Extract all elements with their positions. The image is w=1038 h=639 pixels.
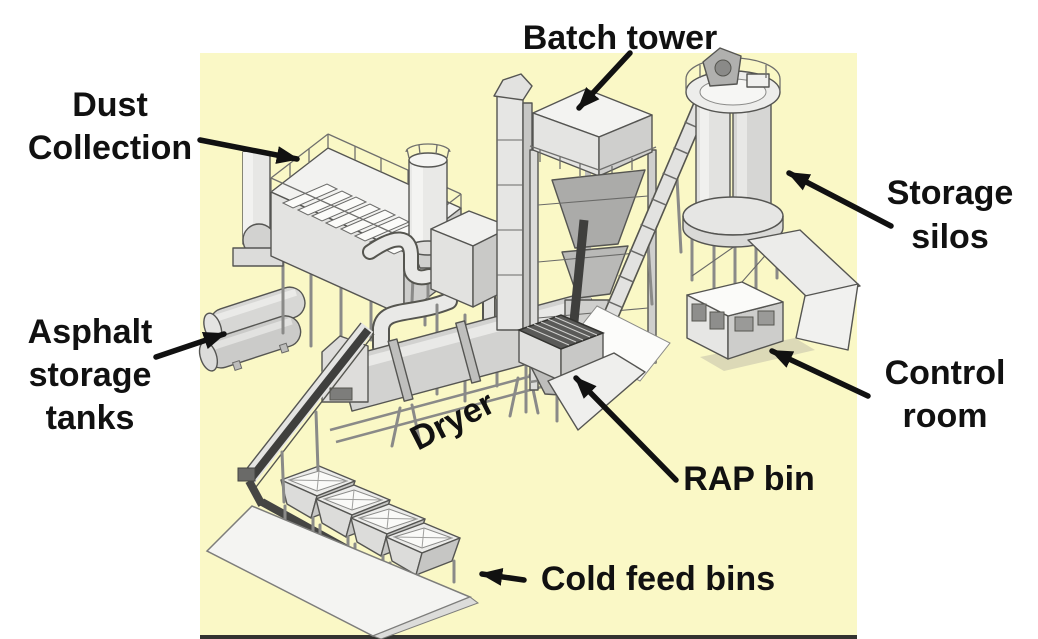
arrow-rap-bin xyxy=(573,375,679,483)
arrows xyxy=(153,50,894,586)
label-cold-feed-bins: Cold feed bins xyxy=(541,560,775,598)
label-storage-silos: Storage xyxy=(887,174,1014,212)
arrow-dust-collection xyxy=(197,137,300,164)
arrow-batch-tower xyxy=(576,50,633,111)
control-room-shadow xyxy=(700,338,815,371)
label-storage-silos: silos xyxy=(911,218,988,256)
arrow-control-room xyxy=(769,348,871,399)
label-asphalt-storage-tanks: storage xyxy=(29,356,152,394)
label-dust-collection: Dust xyxy=(72,86,148,124)
cold-feed-area xyxy=(205,322,480,639)
label-asphalt-storage-tanks: Asphalt xyxy=(28,313,153,351)
control-room xyxy=(686,281,815,371)
loading-ramp-edge xyxy=(371,596,480,639)
arrow-storage-silos xyxy=(786,170,894,229)
label-control-room: Control xyxy=(885,354,1006,392)
arrow-cold-feed-bins xyxy=(479,567,527,586)
exhaust-stack xyxy=(232,151,284,267)
storage-silos xyxy=(682,47,861,351)
label-asphalt-storage-tanks: tanks xyxy=(46,399,135,437)
label-control-room: room xyxy=(903,397,988,435)
hot-elevator-shaft xyxy=(493,73,533,331)
silo-walkway xyxy=(747,229,861,351)
feed-conveyor xyxy=(237,322,375,507)
label-dust-collection: Collection xyxy=(28,129,192,167)
label-batch-tower: Batch tower xyxy=(523,19,718,57)
arrow-asphalt-storage-tanks xyxy=(153,331,227,360)
label-rap-bin: RAP bin xyxy=(683,460,815,498)
diagram-bottom-edge xyxy=(200,635,857,639)
tower-railing xyxy=(529,145,657,178)
asphalt-storage-tanks xyxy=(198,286,306,372)
